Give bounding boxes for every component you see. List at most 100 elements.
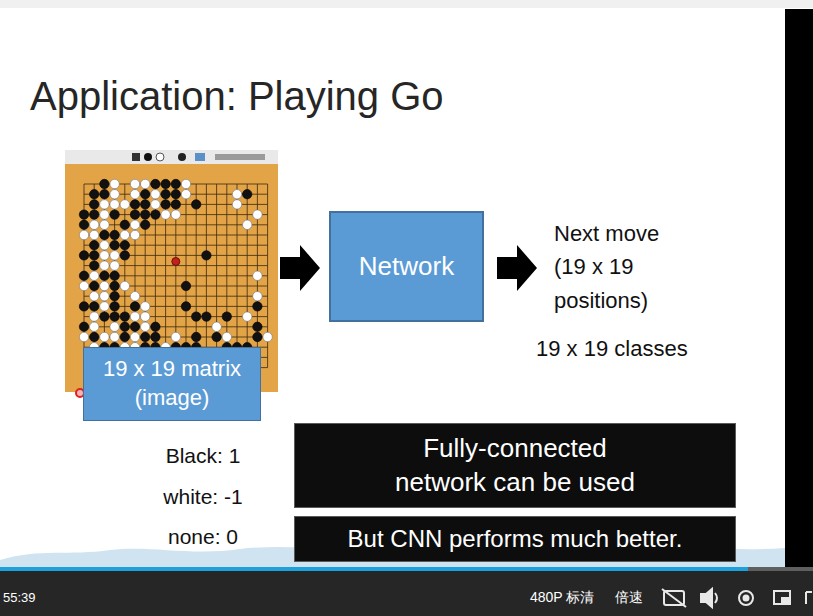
go-stone <box>79 281 88 290</box>
go-stone <box>181 302 190 311</box>
go-stone <box>253 210 262 219</box>
go-stone <box>243 220 252 229</box>
go-stone <box>79 230 88 239</box>
go-stone <box>100 179 109 188</box>
go-stone <box>79 271 88 280</box>
go-stone <box>141 312 150 321</box>
go-stone <box>110 271 119 280</box>
go-stone <box>79 210 88 219</box>
go-stone <box>120 220 129 229</box>
go-stone <box>161 179 170 188</box>
go-stone <box>79 302 88 311</box>
board-toolbar <box>65 150 278 164</box>
go-stone <box>141 322 150 331</box>
go-stone <box>90 312 99 321</box>
go-stone <box>90 241 99 250</box>
go-stone <box>161 190 170 199</box>
go-stone <box>141 179 150 188</box>
go-stone <box>79 332 88 341</box>
go-stone <box>130 322 139 331</box>
control-bar <box>0 567 813 616</box>
last-move-mark <box>172 258 180 266</box>
node-text: Fully-connected network can be used <box>378 432 653 500</box>
go-stone <box>141 200 150 209</box>
go-stone <box>90 190 99 199</box>
go-stone <box>110 322 119 331</box>
go-stone <box>90 302 99 311</box>
volume-icon <box>715 593 717 603</box>
go-stone <box>130 200 139 209</box>
go-stone <box>100 281 109 290</box>
go-stone <box>130 312 139 321</box>
go-stone <box>100 332 109 341</box>
go-stone <box>192 200 201 209</box>
go-stone <box>253 302 262 311</box>
go-stone <box>90 200 99 209</box>
go-stone <box>120 322 129 331</box>
toolbar-icon <box>132 153 140 161</box>
go-stone <box>110 210 119 219</box>
go-stone <box>181 190 190 199</box>
go-stone <box>130 230 139 239</box>
go-stone <box>100 200 109 209</box>
go-stone <box>100 251 109 260</box>
go-stone <box>141 220 150 229</box>
go-stone <box>100 220 109 229</box>
volume-icon <box>701 589 712 607</box>
go-stone <box>100 292 109 301</box>
go-stone <box>263 332 272 341</box>
go-stone <box>120 200 129 209</box>
go-stone <box>222 332 231 341</box>
go-stone <box>151 210 160 219</box>
go-stone <box>151 200 160 209</box>
go-stone <box>243 190 252 199</box>
block-arrow <box>497 245 537 291</box>
go-stone <box>130 210 139 219</box>
go-stone <box>90 292 99 301</box>
encoding-note: none: 0 <box>140 524 266 549</box>
go-stone <box>110 302 119 311</box>
go-stone <box>120 230 129 239</box>
go-stone <box>161 200 170 209</box>
go-stone <box>79 220 88 229</box>
go-stone <box>110 292 119 301</box>
encoding-note: white: -1 <box>140 484 266 509</box>
go-stone <box>110 281 119 290</box>
toolbar-icon <box>156 153 164 161</box>
go-stone <box>79 322 88 331</box>
go-stone <box>212 332 221 341</box>
toolbar-icon <box>144 153 152 161</box>
go-stone <box>100 261 109 270</box>
go-stone <box>110 261 119 270</box>
go-stone <box>151 322 160 331</box>
go-stone <box>212 322 221 331</box>
speed-button: 倍速 <box>615 589 655 606</box>
go-stone <box>90 261 99 270</box>
go-stone <box>171 179 180 188</box>
go-stone <box>90 220 99 229</box>
go-stone <box>110 179 119 188</box>
go-stone <box>202 251 211 260</box>
pip-icon <box>774 591 790 604</box>
go-stone <box>120 251 129 260</box>
go-stone <box>100 302 109 311</box>
go-stone <box>181 179 190 188</box>
go-stone <box>141 302 150 311</box>
settings-icon <box>744 596 749 601</box>
go-stone <box>151 332 160 341</box>
go-stone <box>120 312 129 321</box>
go-stone <box>253 271 262 280</box>
note-box: Fully-connected network can be used <box>294 423 736 508</box>
go-stone <box>253 292 262 301</box>
go-stone <box>120 281 129 290</box>
go-stone <box>232 200 241 209</box>
go-stone <box>110 251 119 260</box>
note-box: But CNN performs much better. <box>294 516 736 562</box>
top-border <box>0 0 813 8</box>
go-stone <box>90 230 99 239</box>
go-stone <box>192 312 201 321</box>
go-stone <box>110 241 119 250</box>
progress-fill <box>0 567 748 571</box>
go-stone <box>110 200 119 209</box>
